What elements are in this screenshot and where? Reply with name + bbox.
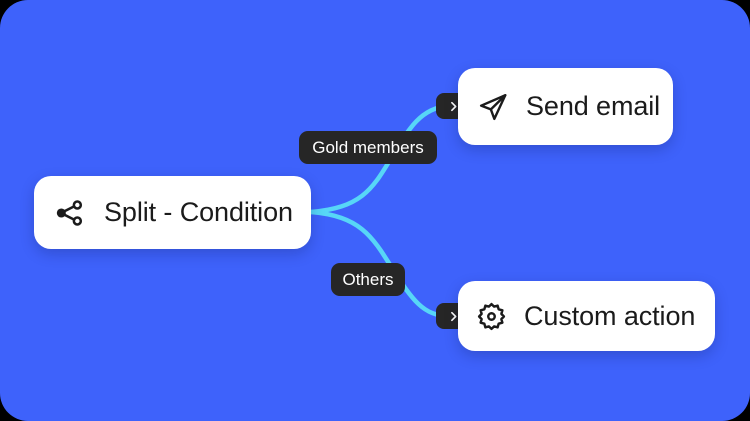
gear-icon <box>476 301 507 332</box>
node-send-email[interactable]: Send email <box>458 68 673 145</box>
chevron-right-icon <box>451 101 457 111</box>
node-split-condition[interactable]: Split - Condition <box>34 176 311 249</box>
node-custom-action[interactable]: Custom action <box>458 281 715 351</box>
chevron-right-icon <box>451 311 457 321</box>
edge-label-others[interactable]: Others <box>331 263 405 296</box>
node-label: Split - Condition <box>104 197 293 227</box>
edge-label-text: Gold members <box>312 138 424 157</box>
paper-plane-icon <box>477 91 509 123</box>
edge-label-text: Others <box>342 270 394 289</box>
node-label: Send email <box>526 91 661 121</box>
edge-label-gold-members[interactable]: Gold members <box>299 131 437 164</box>
share-nodes-icon <box>54 197 86 229</box>
node-label: Custom action <box>524 300 696 331</box>
